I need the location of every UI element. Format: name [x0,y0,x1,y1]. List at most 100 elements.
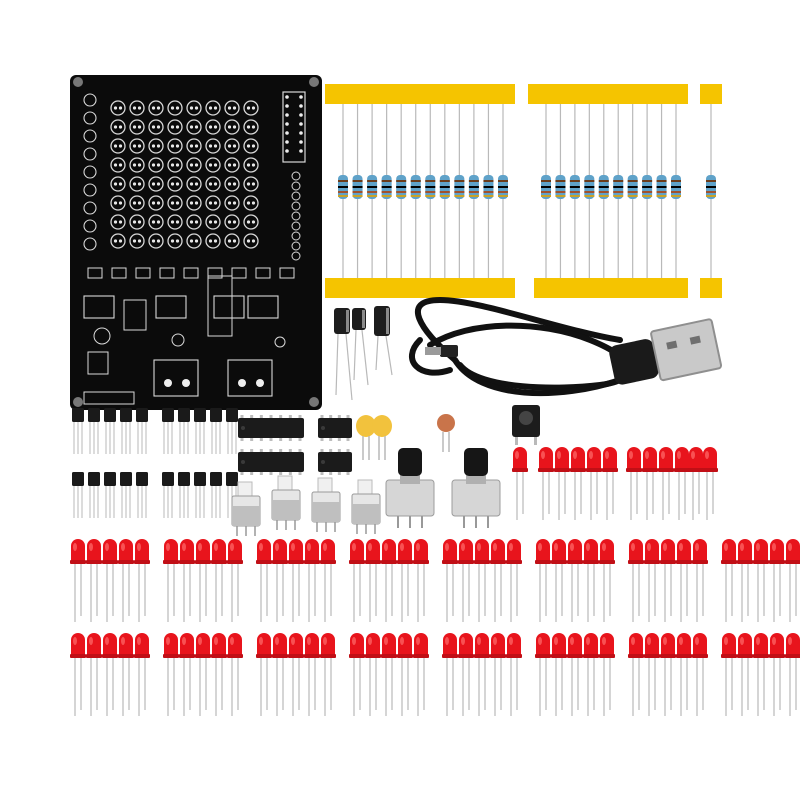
led-pad [148,119,164,135]
red-led [570,447,586,520]
resistor [671,104,681,278]
red-led [195,539,211,622]
led-pad [129,176,145,192]
resistor-strip [700,84,722,298]
red-led [381,539,397,622]
switch-footprint [83,295,115,319]
red-led [134,633,150,716]
led-pad [243,214,259,230]
push-switch [271,475,301,530]
mounting-hole [309,77,319,87]
red-led [626,447,642,520]
led-pad [167,119,183,135]
led-pad [110,214,126,230]
potentiometer [451,448,501,528]
push-switch [351,479,381,534]
red-led [458,633,474,716]
red-led [688,447,704,520]
red-led [272,539,288,622]
side-pad [83,183,97,197]
led-pad [224,119,240,135]
red-led [163,633,179,716]
pot-footprint [153,359,199,397]
led-pad [110,176,126,192]
transistor [88,472,100,518]
electrolytic-capacitor [352,308,369,386]
transistor [194,472,206,518]
red-led [211,539,227,622]
led-pad [148,100,164,116]
led-pad [110,233,126,249]
side-pad [83,147,97,161]
led-pad [186,100,202,116]
red-led [288,633,304,716]
led-pad [243,195,259,211]
red-led [769,633,785,716]
red-led [102,539,118,622]
led-pad [148,138,164,154]
red-led [413,633,429,716]
red-led [381,633,397,716]
tape-top [528,84,688,104]
led-pad [243,233,259,249]
led-pad [148,233,164,249]
red-led [567,539,583,622]
transistor [104,408,116,454]
resistor [706,104,716,278]
resistor [439,104,450,278]
red-led [551,539,567,622]
led-pad [224,176,240,192]
red-led [442,539,458,622]
led-pad [129,100,145,116]
led-pad [129,157,145,173]
red-led [535,539,551,622]
led-pad [167,176,183,192]
usb-plug [609,318,723,385]
red-led [538,447,554,520]
red-led [554,447,570,520]
red-led [628,539,644,622]
led-pad [243,176,259,192]
resistor [381,104,392,278]
red-led [458,539,474,622]
led-pad [205,176,221,192]
resistor [584,104,595,278]
red-led [737,633,753,716]
transistor [88,408,100,454]
led-pad [167,233,183,249]
red-led [506,539,522,622]
led-pad [167,157,183,173]
led-pad [148,214,164,230]
led-pad [110,195,126,211]
red-led [272,633,288,716]
resistor [555,104,566,278]
switch-footprint [213,295,245,319]
red-led [567,633,583,716]
resistor [656,104,667,278]
led-pad [186,157,202,173]
resistor [352,104,363,278]
switch-footprint [155,295,187,319]
led-pad [148,176,164,192]
led-pad [205,100,221,116]
pot-knob [464,448,488,476]
electrolytic-capacitor [374,306,393,376]
red-led [642,447,658,520]
resistor [569,104,580,278]
red-led [583,633,599,716]
red-led [658,447,674,520]
resistor [425,104,436,278]
red-led [660,539,676,622]
mounting-hole [73,397,83,407]
red-led [512,447,528,520]
pot-knob [398,448,422,476]
red-led [163,539,179,622]
red-led [320,539,336,622]
led-pad [224,100,240,116]
red-led [586,447,602,520]
red-led [721,539,737,622]
tape-bottom [534,278,688,298]
red-led [70,539,86,622]
switch-footprint [247,295,279,319]
